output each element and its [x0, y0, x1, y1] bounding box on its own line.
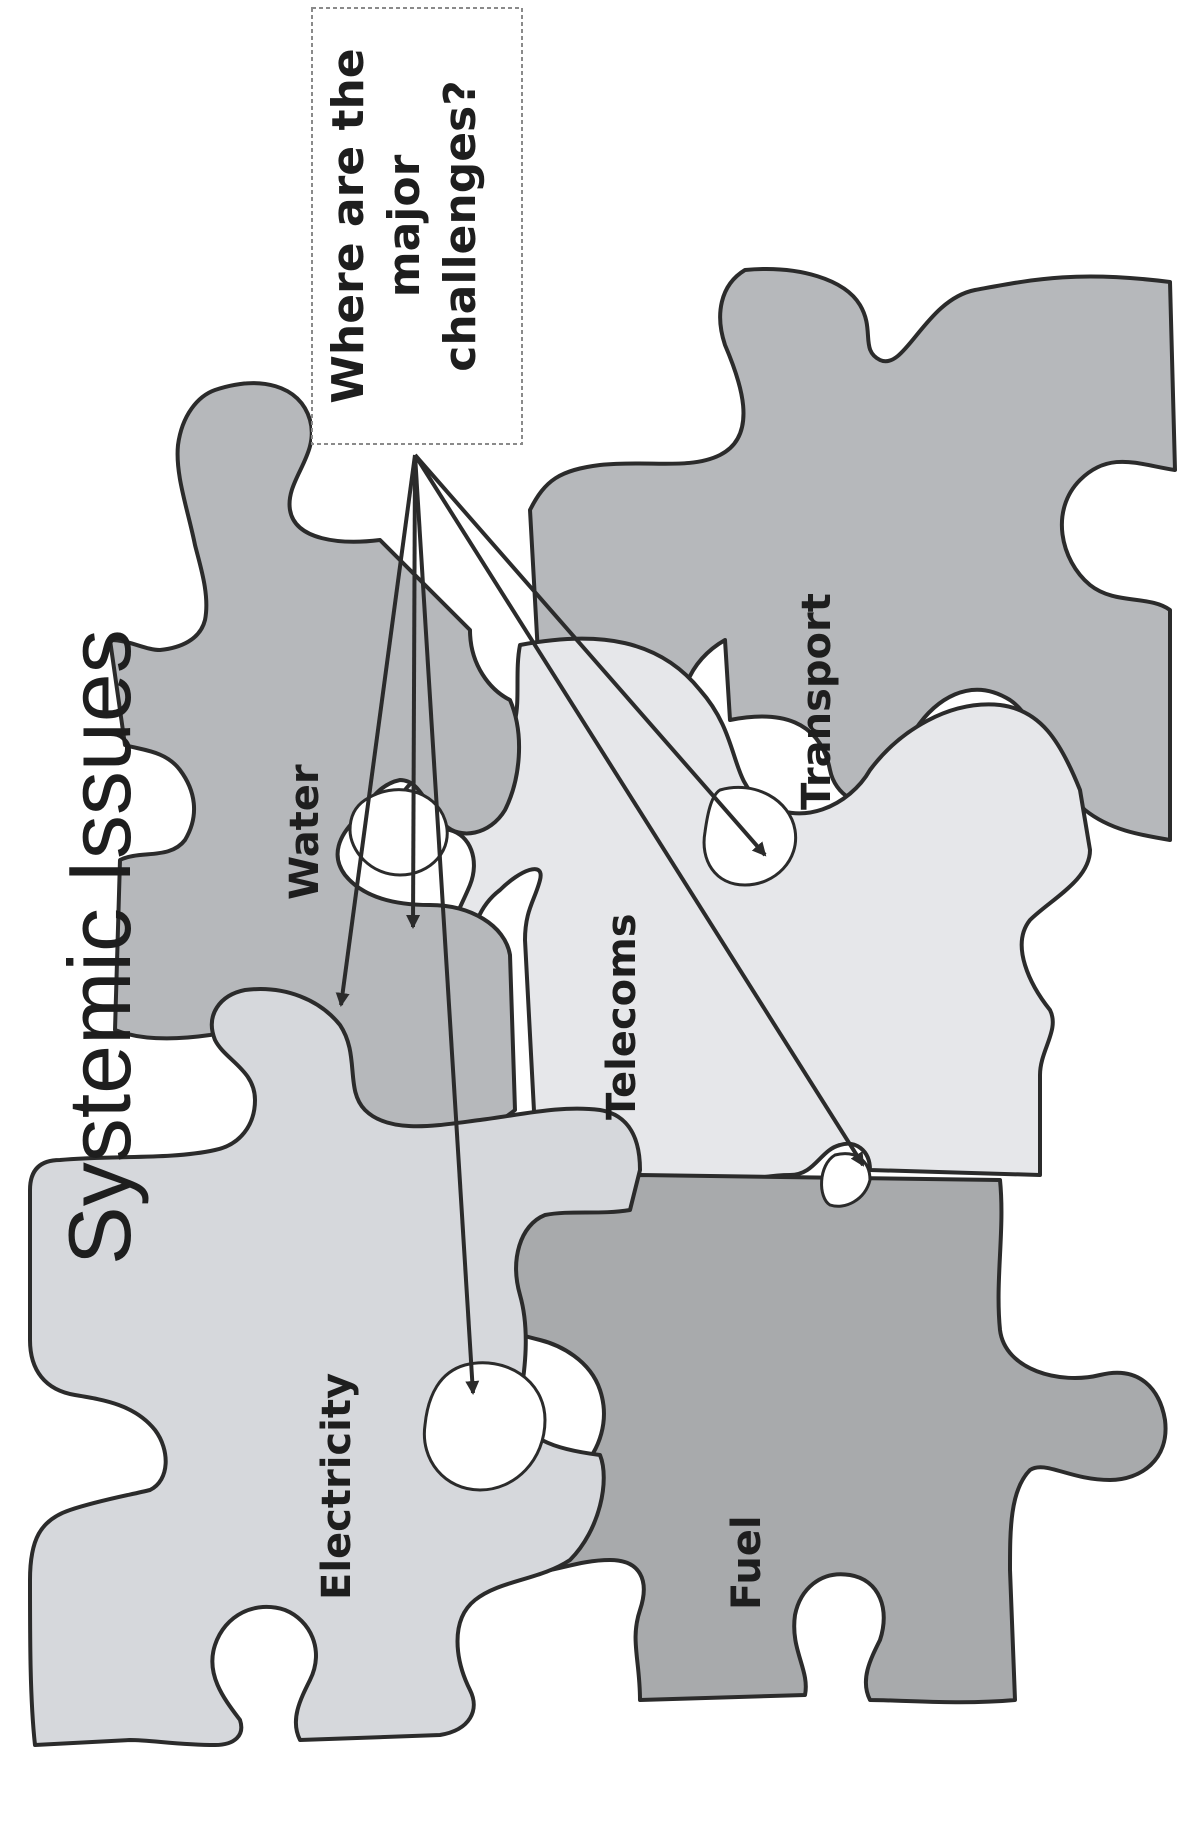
electricity-piece [28, 987, 642, 1747]
gap-electricity-fuel [422, 1361, 547, 1492]
question-box [311, 7, 523, 445]
arrow-to-electricity-water [335, 454, 417, 1007]
water-label: Water [282, 764, 328, 900]
arrow-to-electricity-fuel [413, 454, 480, 1395]
question-line-2: major [379, 154, 430, 297]
arrow-to-transport [413, 453, 767, 857]
electricity-label: Electricity [314, 1373, 360, 1600]
telecoms-label: Telecoms [599, 913, 645, 1120]
fuel-label: Fuel [724, 1515, 770, 1610]
fuel-piece [477, 1173, 1168, 1705]
gap-water-telecoms [348, 788, 449, 877]
question-line-3: challenges? [435, 80, 486, 371]
arrow-to-telecoms-fuel [413, 453, 865, 1167]
question-line-1: Where are the [323, 48, 374, 403]
transport-piece [528, 267, 1177, 842]
diagram-title: Systemic Issues [50, 629, 149, 1265]
transport-label: Transport [794, 593, 840, 810]
arrow-to-water-telecoms [406, 454, 421, 929]
